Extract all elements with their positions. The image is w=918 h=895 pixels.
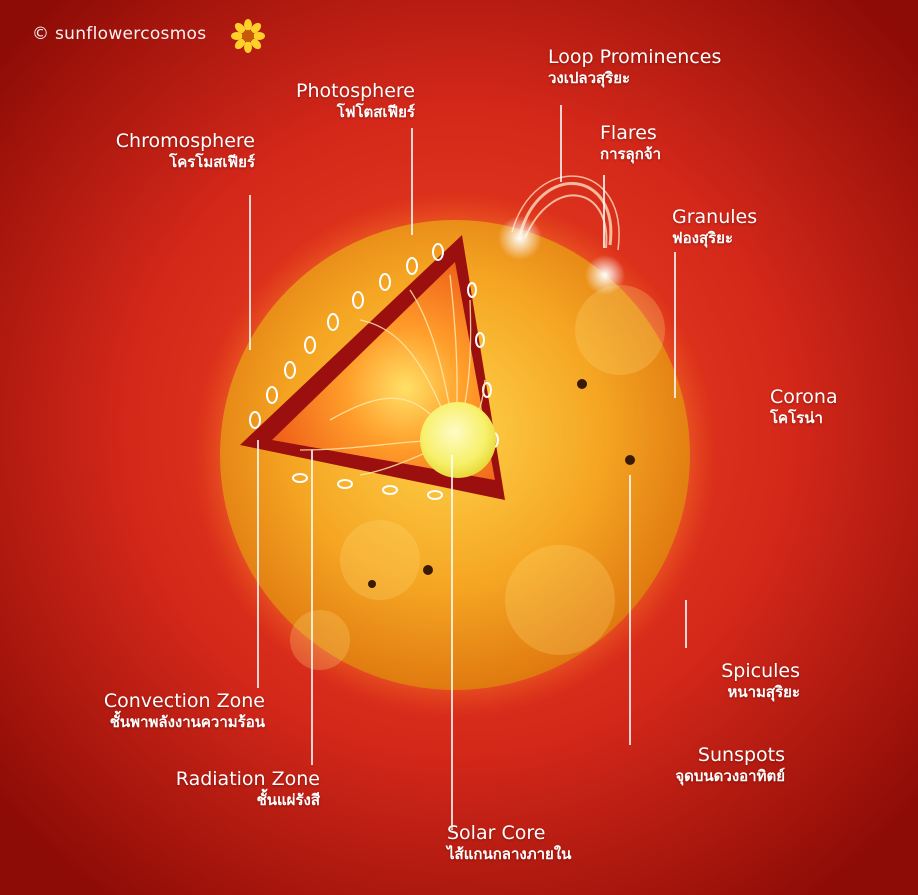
sunflower-logo-icon (231, 19, 265, 53)
label-granules: Granules ฟองสุริยะ (672, 206, 802, 247)
label-spicules: Spicules หนามสุริยะ (650, 660, 800, 701)
sunspot (423, 565, 433, 575)
flare-glow (498, 216, 542, 260)
spicules-th: หนามสุริยะ (650, 683, 800, 701)
label-corona: Corona โคโรน่า (770, 386, 880, 427)
sunspot (368, 580, 376, 588)
loop-prominences-en: Loop Prominences (548, 46, 748, 69)
convection-zone-th: ชั้นพาพลังงานความร้อน (45, 713, 265, 731)
granules-en: Granules (672, 206, 802, 229)
solar-core-en: Solar Core (447, 822, 637, 845)
radiation-zone-th: ชั้นแผ่รังสี (130, 791, 320, 809)
label-convection-zone: Convection Zone ชั้นพาพลังงานความร้อน (45, 690, 265, 731)
flare-glow (585, 255, 625, 295)
label-loop-prominences: Loop Prominences วงเปลวสุริยะ (548, 46, 748, 87)
sunspots-th: จุดบนดวงอาทิตย์ (600, 767, 785, 785)
label-flares: Flares การลุกจ้า (600, 122, 710, 163)
label-chromosphere: Chromosphere โครโมสเฟียร์ (65, 130, 255, 171)
label-sunspots: Sunspots จุดบนดวงอาทิตย์ (600, 744, 785, 785)
label-photosphere: Photosphere โฟโตสเฟียร์ (255, 80, 415, 121)
watermark-text: © sunflowercosmos (32, 24, 206, 44)
chromosphere-en: Chromosphere (65, 130, 255, 153)
solar-core-th: ไส้แกนกลางภายใน (447, 845, 637, 863)
sunspot (625, 455, 635, 465)
sunspot (577, 379, 587, 389)
label-radiation-zone: Radiation Zone ชั้นแผ่รังสี (130, 768, 320, 809)
sunspots-en: Sunspots (600, 744, 785, 767)
flares-th: การลุกจ้า (600, 145, 710, 163)
granules-th: ฟองสุริยะ (672, 229, 802, 247)
photosphere-en: Photosphere (255, 80, 415, 103)
loop-prominences-th: วงเปลวสุริยะ (548, 69, 748, 87)
spicules-en: Spicules (650, 660, 800, 683)
chromosphere-th: โครโมสเฟียร์ (65, 153, 255, 171)
solar-core (420, 402, 496, 478)
flares-en: Flares (600, 122, 710, 145)
corona-th: โคโรน่า (770, 409, 880, 427)
radiation-zone-en: Radiation Zone (130, 768, 320, 791)
convection-zone-en: Convection Zone (45, 690, 265, 713)
corona-en: Corona (770, 386, 880, 409)
photosphere-th: โฟโตสเฟียร์ (255, 103, 415, 121)
label-solar-core: Solar Core ไส้แกนกลางภายใน (447, 822, 637, 863)
